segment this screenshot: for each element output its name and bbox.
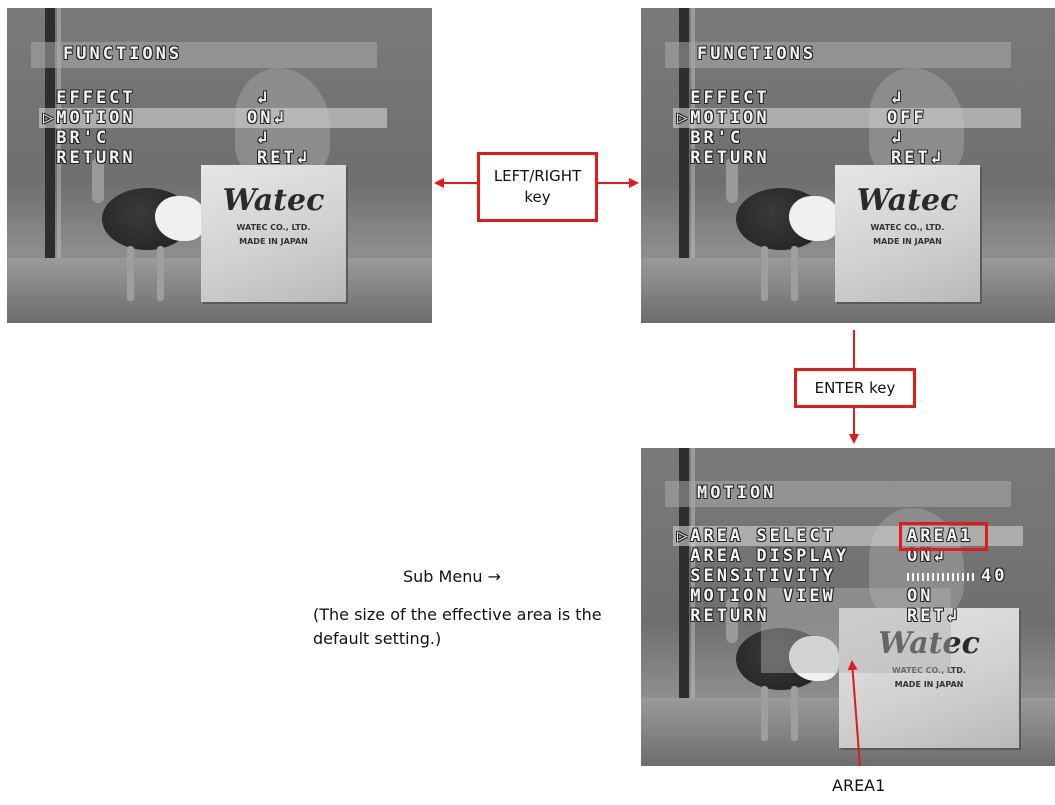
box-company: WATEC CO., LTD. [892,666,966,675]
menu-row-value: AREA1 [907,526,974,546]
background-pole-highlight [57,8,61,323]
camera-screen-functions-on: Watec WATEC CO., LTD. MADE IN JAPAN FUNC… [7,8,432,323]
menu-row-value: RET↲ [257,148,310,168]
area-select-highlight-frame [899,522,988,551]
box-brand: Watec [856,183,959,218]
menu-row-highlight [673,526,1023,546]
ostrich-leg [157,246,164,301]
background-pole-highlight [691,448,695,766]
box-origin: MADE IN JAPAN [239,237,308,246]
menu-row-label: SENSITIVITY [677,566,836,586]
menu-row-value: ON [907,586,934,606]
box-company: WATEC CO., LTD. [236,223,311,232]
ostrich-neck [726,158,738,203]
background-pole [45,8,55,323]
menu-title: FUNCTIONS [63,44,183,64]
menu-title-bar [31,42,377,68]
menu-row-value: RET↲ [907,606,960,626]
menu-row-value: ON↲ [907,546,947,566]
menu-row-label: ▷MOTION [677,108,770,128]
enter-key-label: ENTER key [794,368,916,408]
menu-row-label: EFFECT [43,88,136,108]
menu-row-value: ON↲ [247,108,287,128]
menu-title-bar [665,42,1011,68]
menu-row-label: AREA DISPLAY [677,546,850,566]
ostrich-leg [761,246,768,301]
watec-box: Watec WATEC CO., LTD. MADE IN JAPAN [201,165,346,302]
menu-row-label: ▷MOTION [43,108,136,128]
menu-title: FUNCTIONS [697,44,817,64]
menu-row-label: EFFECT [677,88,770,108]
menu-row-label: BR'C [677,128,744,148]
watec-box: Watec WATEC CO., LTD. MADE IN JAPAN [835,165,980,302]
camera-screen-motion-submenu: Watec WATEC CO., LTD. MADE IN JAPAN MOTI… [641,448,1055,766]
ostrich-leg [791,246,798,301]
menu-row-value: ↲ [257,88,271,108]
box-brand: Watec [878,626,980,661]
box-company: WATEC CO., LTD. [870,223,945,232]
ostrich-wing [789,636,839,681]
background-pole-highlight [691,8,695,323]
box-brand: Watec [222,183,325,218]
ostrich-wing [789,196,839,241]
area1-caption: AREA1 [832,776,886,795]
menu-row-value: ↲ [257,128,271,148]
camera-screen-functions-off: Watec WATEC CO., LTD. MADE IN JAPAN FUNC… [641,8,1055,323]
menu-row-label: ▷AREA SELECT [677,526,836,546]
menu-row-value: ↲ [891,128,905,148]
sub-menu-caption: Sub Menu → [403,567,501,586]
menu-row-label: RETURN [677,148,770,168]
menu-row-highlight [673,108,1021,128]
box-origin: MADE IN JAPAN [894,680,964,689]
ostrich-neck [92,158,104,203]
ostrich-leg [127,246,134,301]
ostrich-leg [761,686,768,741]
background-pole [679,8,689,323]
menu-row-label: RETURN [43,148,136,168]
menu-title-bar [665,481,1011,507]
sensitivity-scale-icon [907,573,975,581]
watec-box: Watec WATEC CO., LTD. MADE IN JAPAN [839,608,1019,748]
box-origin: MADE IN JAPAN [873,237,942,246]
menu-row-label: BR'C [43,128,110,148]
ostrich-wing [155,196,205,241]
background-pole [679,448,689,766]
menu-row-value: OFF [887,108,927,128]
menu-row-label: MOTION VIEW [677,586,836,606]
menu-row-highlight [39,108,387,128]
menu-row-label: RETURN [677,606,770,626]
ostrich-neck [726,598,738,643]
menu-row-value: RET↲ [891,148,944,168]
left-right-key-label: LEFT/RIGHT key [477,152,598,222]
menu-row-value: ↲ [891,88,905,108]
ostrich-leg [791,686,798,741]
menu-title: MOTION [697,483,777,503]
default-setting-note: (The size of the effective area is the d… [313,605,602,648]
effective-area-overlay [761,588,951,673]
menu-row-value: 40 [981,566,1008,586]
